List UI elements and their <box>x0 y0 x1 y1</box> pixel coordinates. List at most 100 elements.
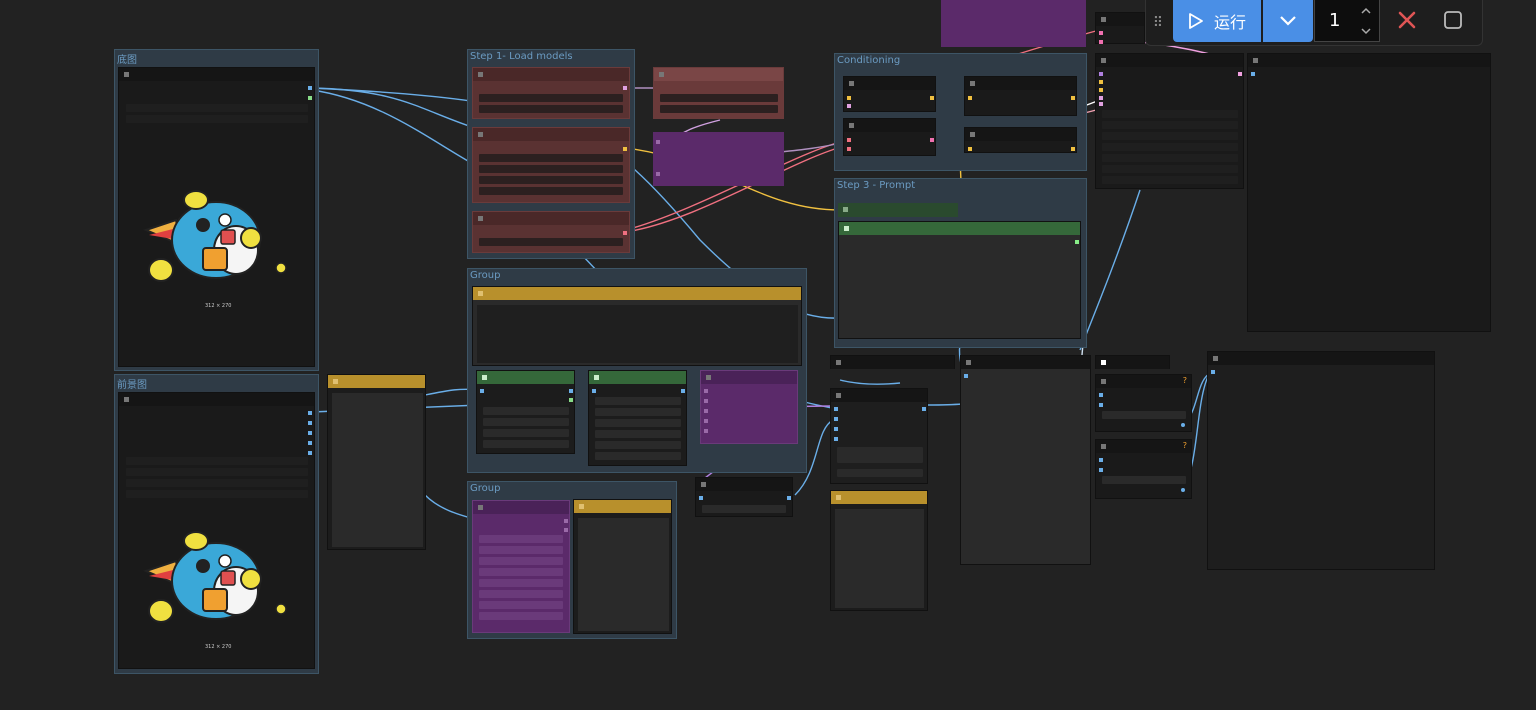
output-pin[interactable] <box>308 451 312 455</box>
input-pin[interactable] <box>1099 468 1103 472</box>
input-pin[interactable] <box>1099 458 1103 462</box>
widget[interactable] <box>1102 154 1238 162</box>
widget[interactable] <box>479 590 563 598</box>
gold-node-left[interactable] <box>327 374 426 550</box>
node-header[interactable] <box>119 393 314 406</box>
node-collapse-icon[interactable] <box>849 81 854 86</box>
node-mid-c[interactable] <box>960 355 1091 565</box>
node-collapse-icon[interactable] <box>706 375 711 380</box>
conditioning-node-2[interactable] <box>843 118 936 156</box>
node-header[interactable] <box>696 478 792 491</box>
output-pin[interactable] <box>930 138 934 142</box>
node-header[interactable] <box>831 491 927 504</box>
cancel-icon[interactable] <box>1395 8 1419 32</box>
output-pin[interactable] <box>930 96 934 100</box>
node-collapse-icon[interactable] <box>594 375 599 380</box>
input-pin[interactable] <box>968 147 972 151</box>
widget[interactable] <box>1102 476 1186 484</box>
node-header[interactable] <box>965 128 1076 141</box>
gold-node-right[interactable] <box>830 490 928 611</box>
output-pin[interactable] <box>922 407 926 411</box>
node-header[interactable]: ? <box>1096 440 1191 453</box>
node-header[interactable] <box>119 68 314 81</box>
output-pin[interactable] <box>569 389 573 393</box>
widget[interactable] <box>595 441 681 449</box>
output-pin[interactable] <box>1071 96 1075 100</box>
checkpoint-loader-node[interactable] <box>472 67 630 119</box>
node-header[interactable] <box>839 222 1080 235</box>
input-pin[interactable] <box>656 140 660 144</box>
widget[interactable] <box>479 154 623 162</box>
input-pin[interactable] <box>834 417 838 421</box>
input-pin[interactable] <box>480 389 484 393</box>
input-pin[interactable] <box>704 409 708 413</box>
node-mid-b[interactable] <box>830 388 928 484</box>
input-pin[interactable] <box>847 104 851 108</box>
node-collapse-icon[interactable] <box>478 291 483 296</box>
widget[interactable] <box>595 408 681 416</box>
widget[interactable] <box>126 490 308 498</box>
load-image-node-bg[interactable]: 312 × 270 <box>118 67 315 367</box>
widget[interactable] <box>595 452 681 460</box>
output-pin[interactable] <box>1238 72 1242 76</box>
output-pin[interactable] <box>623 86 627 90</box>
node-header[interactable] <box>473 287 801 300</box>
node-collapse-icon[interactable] <box>970 132 975 137</box>
gold-node-bottom[interactable] <box>573 499 672 634</box>
node-header[interactable] <box>473 128 629 141</box>
purple-node-bottom[interactable] <box>472 500 570 633</box>
input-pin[interactable] <box>704 419 708 423</box>
input-pin[interactable] <box>699 496 703 500</box>
node-collapse-icon[interactable] <box>1101 58 1106 63</box>
node-header[interactable] <box>477 371 574 384</box>
node-mid-a[interactable] <box>830 355 955 369</box>
output-pin[interactable] <box>564 519 568 523</box>
node-header[interactable] <box>473 68 629 81</box>
node-collapse-icon[interactable] <box>970 81 975 86</box>
node-collapse-icon[interactable] <box>124 397 129 402</box>
output-pin-mask[interactable] <box>308 96 312 100</box>
widget[interactable] <box>1102 110 1238 118</box>
node-collapse-icon[interactable] <box>478 132 483 137</box>
output-pin[interactable] <box>308 441 312 445</box>
purple-node-middle[interactable] <box>700 370 798 444</box>
output-pin-image[interactable] <box>308 86 312 90</box>
widget[interactable] <box>483 407 569 415</box>
node-collapse-icon[interactable] <box>478 216 483 221</box>
node-collapse-icon[interactable] <box>1101 17 1106 22</box>
widget[interactable] <box>1102 176 1238 184</box>
node-collapse-icon[interactable] <box>1213 356 1218 361</box>
upload-widget[interactable] <box>126 115 308 123</box>
node-collapse-icon[interactable] <box>1101 444 1106 449</box>
widget[interactable] <box>1102 143 1238 151</box>
widget[interactable] <box>595 397 681 405</box>
image-select-widget[interactable] <box>126 104 308 112</box>
widget[interactable] <box>479 94 623 102</box>
node-collapse-icon[interactable] <box>836 495 841 500</box>
preview-image-node-top[interactable] <box>1247 53 1491 332</box>
widget[interactable] <box>702 505 786 513</box>
widget[interactable] <box>479 176 623 184</box>
small-node[interactable] <box>695 477 793 517</box>
green-node-2[interactable] <box>588 370 687 466</box>
output-pin[interactable] <box>681 389 685 393</box>
run-button[interactable]: 运行 <box>1173 0 1261 42</box>
input-pin[interactable] <box>704 389 708 393</box>
input-pin[interactable] <box>1099 72 1103 76</box>
widget[interactable] <box>660 105 778 113</box>
chevron-up-icon[interactable] <box>1359 4 1373 18</box>
input-pin[interactable] <box>656 172 660 176</box>
node-header[interactable]: ? <box>1096 375 1191 388</box>
input-pin[interactable] <box>968 96 972 100</box>
input-pin[interactable] <box>1099 393 1103 397</box>
output-pin[interactable] <box>1181 488 1185 492</box>
widget[interactable] <box>479 546 563 554</box>
widget[interactable] <box>1102 165 1238 173</box>
output-pin[interactable] <box>569 398 573 402</box>
node-collapse-icon[interactable] <box>333 379 338 384</box>
load-image-node-fg[interactable]: 312 × 270 <box>118 392 315 669</box>
widget[interactable] <box>483 429 569 437</box>
node-collapse-icon[interactable] <box>478 505 483 510</box>
widget[interactable] <box>479 187 623 195</box>
drag-handle-icon[interactable]: ⠿ <box>1152 15 1164 31</box>
